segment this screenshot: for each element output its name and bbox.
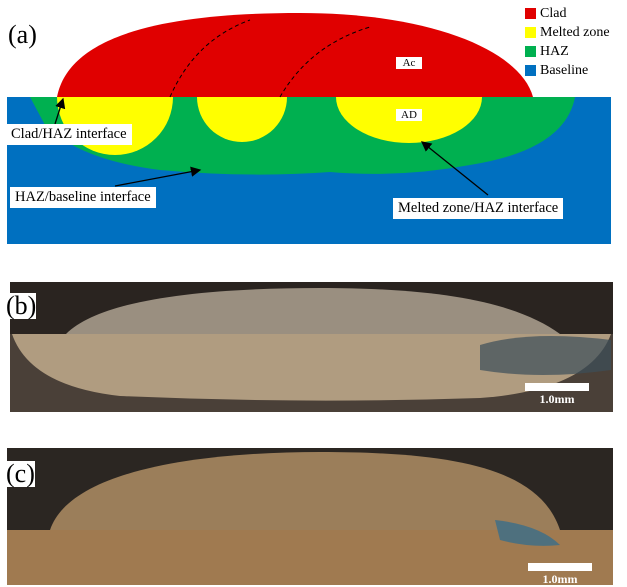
baseline-swatch	[525, 65, 536, 76]
clad-swatch	[525, 8, 536, 19]
scalebar-b-bar	[525, 383, 589, 391]
scalebar-b: 1.0mm	[525, 383, 589, 407]
legend-item-haz: HAZ	[525, 42, 610, 61]
legend-label-melted: Melted zone	[540, 25, 610, 41]
clad-region	[57, 13, 533, 97]
label-clad-haz-interface: Clad/HAZ interface	[6, 124, 132, 145]
legend-label-clad: Clad	[540, 6, 566, 22]
panel-label-b: (b)	[6, 293, 36, 319]
legend: Clad Melted zone HAZ Baseline	[525, 4, 610, 80]
micrograph-b-etch	[480, 336, 611, 375]
haz-swatch	[525, 46, 536, 57]
zone-label-ad: AD	[396, 109, 422, 121]
panel-label-c: (c)	[6, 461, 35, 487]
legend-item-melted: Melted zone	[525, 23, 610, 42]
scalebar-c: 1.0mm	[528, 563, 592, 587]
label-melted-haz-interface: Melted zone/HAZ interface	[393, 198, 563, 219]
legend-item-clad: Clad	[525, 4, 610, 23]
panel-label-a: (a)	[8, 22, 37, 48]
melted-swatch	[525, 27, 536, 38]
legend-label-haz: HAZ	[540, 44, 569, 60]
label-haz-baseline-interface: HAZ/baseline interface	[10, 187, 156, 208]
scalebar-b-label: 1.0mm	[525, 392, 589, 407]
legend-item-baseline: Baseline	[525, 61, 610, 80]
scalebar-c-bar	[528, 563, 592, 571]
legend-label-baseline: Baseline	[540, 63, 588, 79]
zone-label-ac: Ac	[396, 57, 422, 69]
